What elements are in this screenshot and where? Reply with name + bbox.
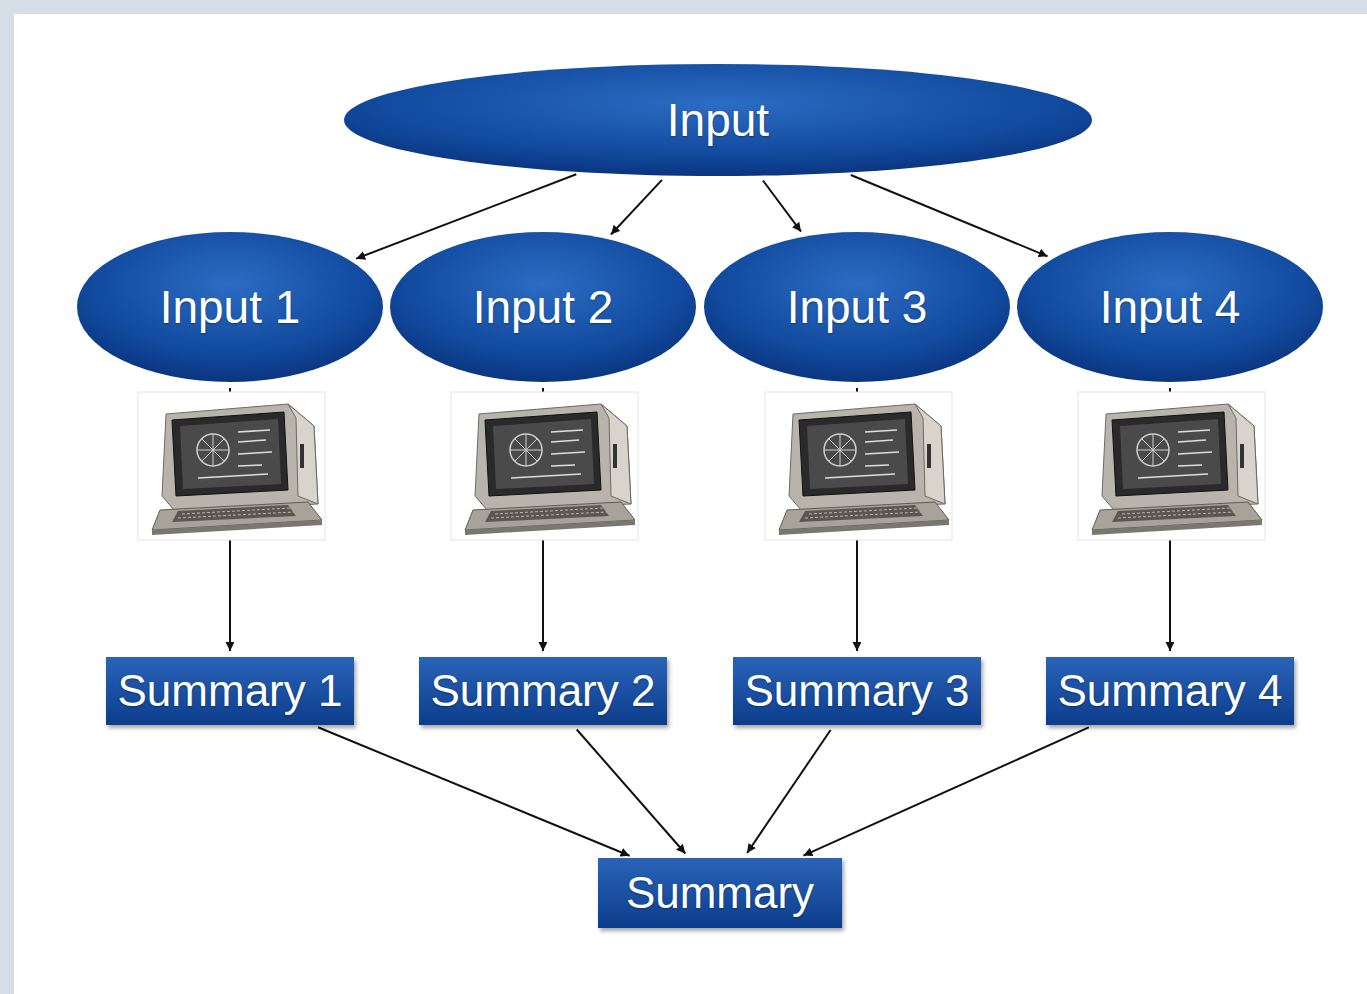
input-part-ellipse: Input 2 <box>390 232 696 382</box>
node-label: Input 2 <box>473 282 614 333</box>
summary-box: Summary <box>598 858 842 928</box>
ellipse-fill <box>1017 232 1323 382</box>
node-label: Input 4 <box>1100 282 1241 333</box>
node-label: Summary 1 <box>118 667 343 715</box>
flow-arrow <box>577 730 686 854</box>
input-part-ellipse: Input 3 <box>704 232 1010 382</box>
computer-icon <box>451 392 638 540</box>
computer-icon <box>138 392 325 540</box>
ellipse-fill <box>344 64 1092 176</box>
ellipse-fill <box>704 232 1010 382</box>
node-label: Input 1 <box>160 282 301 333</box>
input-part-ellipse: Input 1 <box>77 232 383 382</box>
node-label: Summary 4 <box>1058 667 1283 715</box>
flow-arrow <box>747 730 830 853</box>
flow-arrow <box>763 180 801 231</box>
summary-box: Summary 3 <box>733 657 982 725</box>
node-label: Summary 3 <box>745 667 970 715</box>
node-label: Summary <box>626 869 814 917</box>
ellipse-fill <box>77 232 383 382</box>
summary-box: Summary 1 <box>106 657 355 725</box>
ellipse-fill <box>390 232 696 382</box>
computer-icon <box>1078 392 1265 540</box>
summary-box: Summary 4 <box>1046 657 1295 725</box>
summary-box: Summary 2 <box>419 657 668 725</box>
node-label: Summary 2 <box>431 667 656 715</box>
input-ellipse: Input <box>344 64 1092 176</box>
flow-arrow <box>611 180 662 235</box>
flow-arrow <box>318 727 630 855</box>
computer-icon <box>765 392 952 540</box>
flow-arrow <box>803 727 1088 855</box>
node-label: Input 3 <box>787 282 928 333</box>
node-label: Input <box>667 95 769 146</box>
input-part-ellipse: Input 4 <box>1017 232 1323 382</box>
